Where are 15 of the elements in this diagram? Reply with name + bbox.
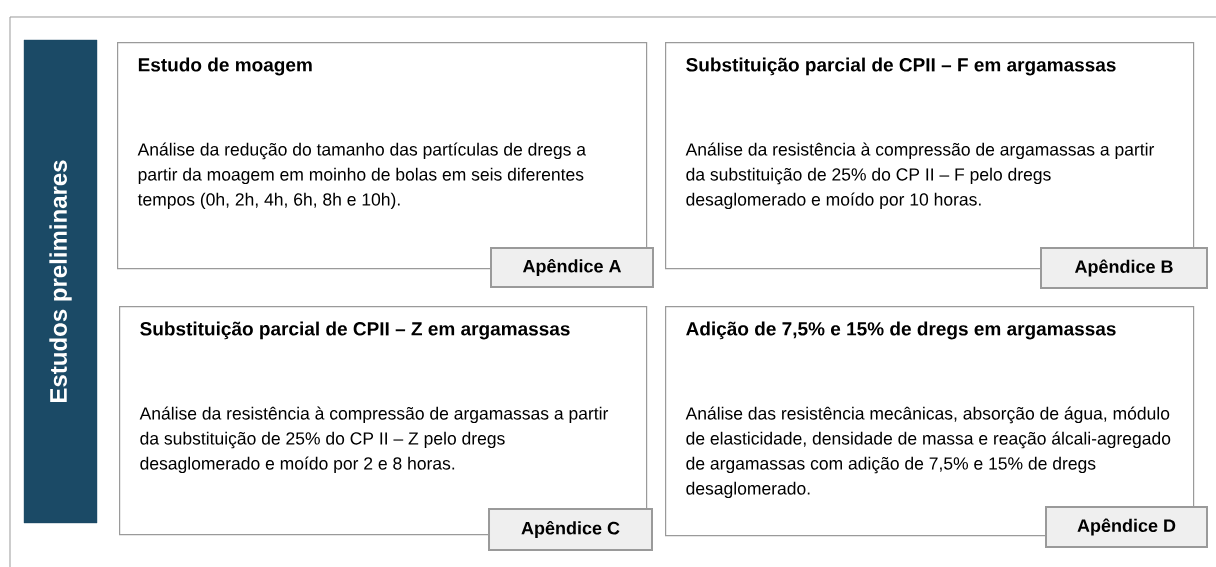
appendix-tab: Apêndice D	[1045, 506, 1208, 548]
card-heading: Substituição parcial de CPII – F em argamassas	[686, 57, 1116, 76]
study-card	[665, 306, 1195, 537]
appendix-tab: Apêndice C	[488, 508, 653, 551]
card-heading: Substituição parcial de CPII – Z em argamassas	[140, 321, 570, 340]
study-card	[119, 306, 648, 536]
card-heading: Estudo de moagem	[138, 57, 312, 76]
appendix-tab: Apêndice B	[1040, 247, 1208, 289]
card-description: Análise da resistência à compressão de argamassas a partir da substituição de 25% do CP II – Z pelo dregs desaglomerado e moído por 2 e 8 horas.	[139, 406, 609, 474]
card-description: Análise da redução do tamanho das partículas de dregs a partir da moagem em moinho de bolas em seis diferentes tempos (0h, 2h, 4h, 6h, 8h e 10h).	[137, 142, 586, 210]
card-heading: Adição de 7,5% e 15% de dregs em argamassas	[686, 321, 1116, 340]
side-band: Estudos preliminares	[23, 39, 98, 524]
card-description: Análise das resistência mecânicas, absorção de água, módulo de elasticidade, densidade de massa e reação álcali-agregado de argamassas com adição de 7,5% e 15% de dregs desaglomerado.	[685, 406, 1171, 499]
appendix-tab: Apêndice A	[490, 247, 654, 288]
card-description: Análise da resistência à compressão de argamassas a partir da substituição de 25% do CP II – F pelo dregs desaglomerado e moído por 10 horas.	[685, 142, 1155, 210]
